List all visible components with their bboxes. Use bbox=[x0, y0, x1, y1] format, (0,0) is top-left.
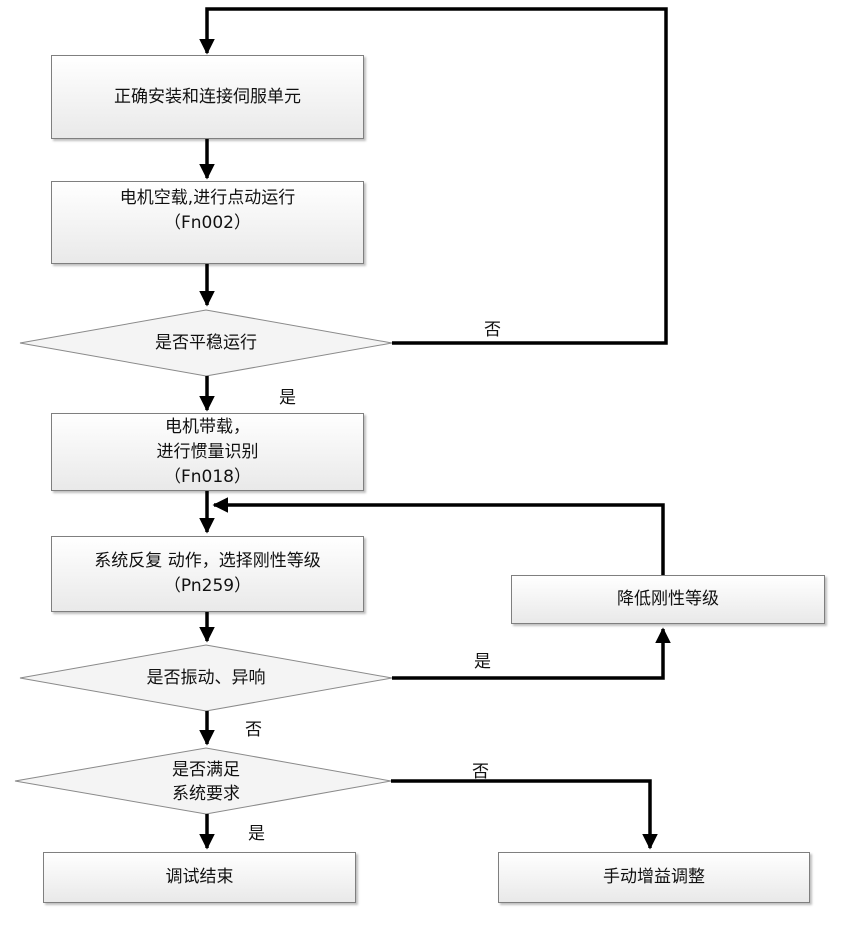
node-inertia: 电机带载， 进行惯量识别 （Fn018） bbox=[51, 413, 364, 491]
node-install-line-1: 正确安装和连接伺服单元 bbox=[114, 86, 301, 107]
node-finish: 调试结束 bbox=[43, 852, 356, 903]
node-inertia-line-2: 进行惯量识别 bbox=[156, 441, 259, 462]
arrow-requirement-no-to-manual bbox=[391, 779, 658, 850]
node-jog-line-1: 电机空载,进行点动运行 bbox=[119, 188, 296, 208]
decision-stable-line-1: 是否平稳运行 bbox=[155, 333, 257, 353]
label-requirement-no: 否 bbox=[472, 762, 489, 782]
label-requirement-yes: 是 bbox=[248, 824, 265, 844]
node-rigidity-line-1: 系统反复 动作，选择刚性等级 bbox=[94, 551, 321, 571]
label-vibration-yes: 是 bbox=[474, 652, 491, 672]
decision-vibration-line-1: 是否振动、异响 bbox=[146, 668, 266, 688]
node-manual: 手动增益调整 bbox=[498, 852, 810, 903]
label-stable-yes: 是 bbox=[279, 388, 296, 408]
arrow-stable-no-loop bbox=[199, 7, 668, 345]
decision-vibration: 是否振动、异响 bbox=[56, 663, 356, 693]
label-stable-no: 否 bbox=[484, 320, 501, 340]
node-lower-line-1: 降低刚性等级 bbox=[617, 589, 719, 609]
node-install: 正确安装和连接伺服单元 bbox=[51, 55, 364, 139]
node-manual-line-1: 手动增益调整 bbox=[603, 867, 705, 887]
node-inertia-line-1: 电机带载， bbox=[165, 416, 250, 437]
label-vibration-no: 否 bbox=[245, 720, 262, 740]
decision-requirement-line-1: 是否满足 bbox=[172, 760, 240, 780]
node-lower: 降低刚性等级 bbox=[511, 575, 825, 624]
decision-requirement: 是否满足 系统要求 bbox=[56, 756, 356, 808]
node-inertia-line-3: （Fn018） bbox=[163, 466, 251, 487]
decision-stable: 是否平稳运行 bbox=[56, 328, 356, 358]
decision-requirement-line-2: 系统要求 bbox=[172, 784, 240, 804]
node-jog-line-2: （Fn002） bbox=[163, 213, 251, 233]
arrow-vibration-yes-to-lower bbox=[392, 627, 671, 680]
node-rigidity-line-2: （Pn259） bbox=[163, 576, 252, 596]
node-jog: 电机空载,进行点动运行 （Fn002） bbox=[51, 181, 364, 264]
arrow-lower-back bbox=[212, 497, 665, 575]
node-finish-line-1: 调试结束 bbox=[165, 867, 234, 887]
node-rigidity: 系统反复 动作，选择刚性等级 （Pn259） bbox=[51, 536, 364, 612]
